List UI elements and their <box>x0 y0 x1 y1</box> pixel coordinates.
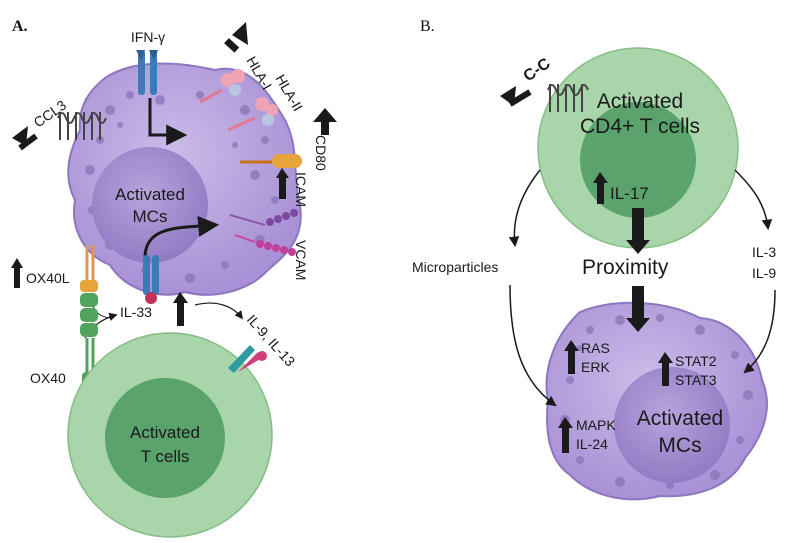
il17-up-arrow-icon <box>593 172 608 204</box>
cd80-up-arrow-icon <box>313 108 337 122</box>
stat2-label: STAT2 <box>675 353 717 369</box>
microparticles-to-mc-arrow <box>509 284 557 407</box>
vcam-label: VCAM <box>293 240 309 280</box>
mast-cell-b-label-line1: Activated <box>637 407 723 430</box>
t-cell-b-label-line2: CD4+ T cells <box>580 115 700 138</box>
panel-a-label: A. <box>12 18 28 35</box>
ifn-gamma-label: IFN-γ <box>131 29 165 45</box>
cd80-receptor-icon <box>240 154 302 168</box>
mast-cell-a: Activated MCs <box>67 62 302 296</box>
ras-erk-up-arrow-icon <box>564 340 579 374</box>
ifn-gamma-arrow <box>148 98 188 146</box>
proximity-down-arrow-icon <box>626 208 650 254</box>
mast-cell-a-label-line2: MCs <box>133 207 168 226</box>
il33-up-arrow-icon <box>173 292 188 326</box>
t-cell-a: Activated T cells <box>67 332 273 538</box>
il17-label: IL-17 <box>610 184 649 203</box>
stat-up-arrow-icon <box>658 352 673 386</box>
t-cell-b-nucleus <box>580 102 696 218</box>
il33-receptor-icon <box>143 255 159 304</box>
il9-il13-arrow <box>194 302 244 320</box>
mast-cell-b-nucleus <box>614 367 730 483</box>
t-cell-receptor-icon <box>228 345 267 373</box>
panel-b: B. Activated CD4+ T cells C-C IL-17 <box>412 18 776 501</box>
mast-cell-a-nucleus <box>92 147 208 263</box>
panel-b-label: B. <box>420 18 435 35</box>
cc-receptor-icon <box>547 84 589 112</box>
ras-label: RAS <box>581 340 610 356</box>
ox40-label: OX40 <box>30 370 66 386</box>
ifn-gamma-receptor-icon <box>136 50 158 95</box>
il24-label: IL-24 <box>576 436 608 452</box>
hla-ii-icon <box>227 97 278 132</box>
ox40l-label: OX40L <box>26 270 70 286</box>
hla-i-up-arrow-icon <box>232 22 248 45</box>
icam-up-arrow-icon <box>276 168 289 199</box>
proximity-to-mc-arrow-icon <box>626 286 650 332</box>
il33-to-icam-arrow <box>143 215 220 259</box>
icam-receptor-icon <box>229 209 298 226</box>
microparticles-arrow <box>508 169 541 248</box>
il3-il9-to-mc-arrow <box>743 289 776 374</box>
cd80-up-arrow-stem <box>321 121 329 135</box>
mapk-label: MAPK <box>576 417 616 433</box>
mapk-il24-up-arrow-icon <box>558 417 573 453</box>
il33-label: IL-33 <box>120 304 152 320</box>
il3-label: IL-3 <box>752 244 776 260</box>
hla-i-icon <box>199 69 245 104</box>
microparticles-label: Microparticles <box>412 259 498 275</box>
t-cell-a-label-line2: T cells <box>141 447 190 466</box>
proximity-label: Proximity <box>582 256 669 279</box>
t-cell-b-label-line1: Activated <box>597 90 683 113</box>
hla-i-up-arrow-stem <box>224 38 240 53</box>
cc-label: C-C <box>521 55 554 85</box>
ccl3-label: CCL3 <box>31 97 70 131</box>
ccl3-up-arrow-icon <box>12 126 38 151</box>
mast-cell-b: Activated MCs <box>545 301 768 501</box>
mast-cell-b-granules <box>560 314 753 489</box>
mast-cell-a-label-line1: Activated <box>115 185 185 204</box>
cd80-label: CD80 <box>313 135 329 171</box>
ox40l-up-arrow-icon <box>11 258 23 288</box>
icam-label: ICAM <box>293 172 309 207</box>
t-cell-a-nucleus <box>105 378 225 498</box>
t-cell-b: Activated CD4+ T cells <box>537 47 739 249</box>
mast-cell-b-label-line2: MCs <box>658 434 701 457</box>
stat3-label: STAT3 <box>675 372 717 388</box>
ox40l-ligand-icon <box>80 245 98 292</box>
il3-il9-arrow <box>734 169 773 231</box>
t-cell-a-label-line1: Activated <box>130 423 200 442</box>
vcam-receptor-icon <box>234 234 296 256</box>
il9-label: IL-9 <box>752 265 776 281</box>
panel-a: A. Activated MCs IFN-γ <box>11 18 337 538</box>
erk-label: ERK <box>581 359 610 375</box>
ccl3-receptor-icon <box>57 112 107 140</box>
cc-up-arrow-icon <box>500 86 532 107</box>
